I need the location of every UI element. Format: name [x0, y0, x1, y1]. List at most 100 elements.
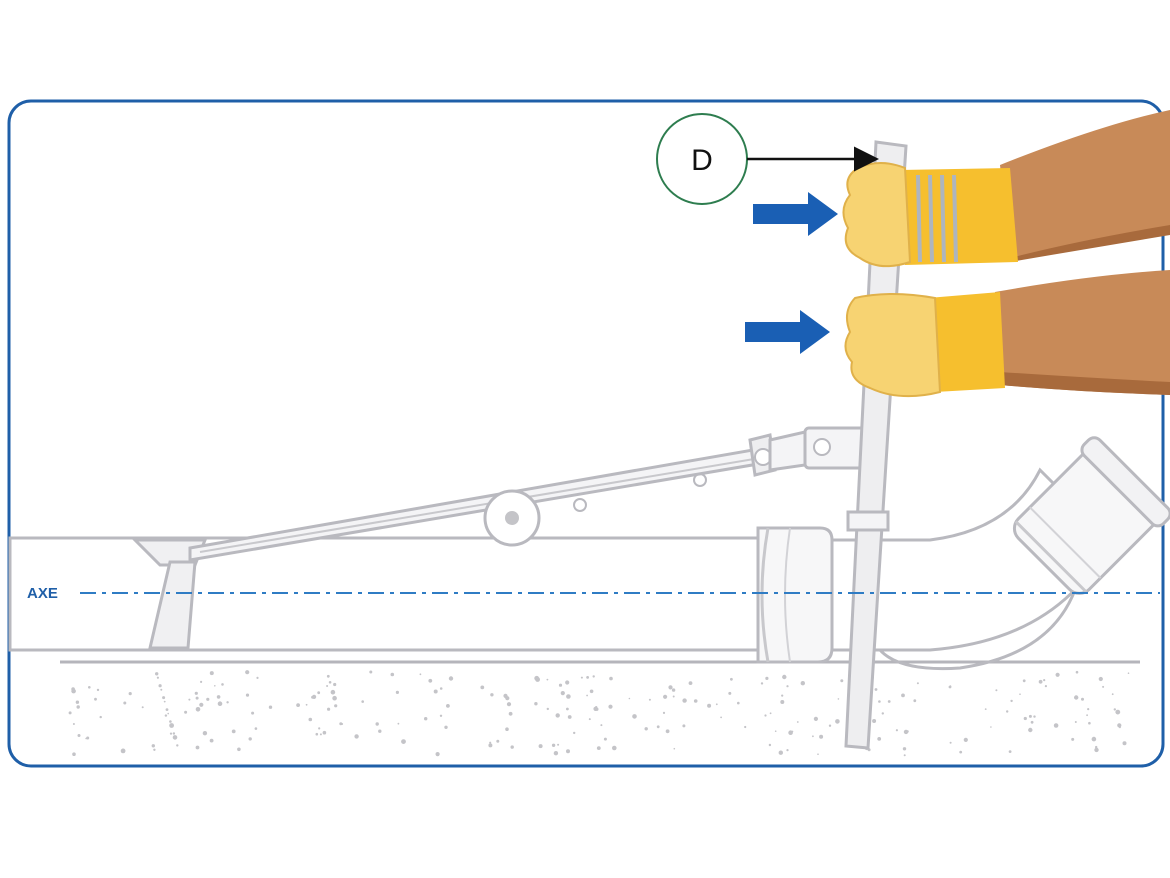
soil-speck — [781, 694, 784, 697]
soil-speck — [158, 684, 162, 688]
soil-speck — [782, 674, 787, 680]
soil-speck — [744, 725, 747, 729]
soil-speck — [963, 737, 968, 743]
soil-speck — [715, 703, 718, 706]
soil-speck — [505, 727, 509, 731]
soil-speck — [162, 696, 166, 700]
soil-speck — [1043, 679, 1046, 682]
soil-speck — [600, 724, 603, 727]
soil-speck — [308, 717, 313, 722]
soil-speck — [489, 741, 492, 744]
soil-speck — [153, 748, 156, 751]
soil-speck — [662, 711, 666, 715]
soil-speck — [217, 701, 223, 706]
soil-speck — [707, 703, 712, 708]
soil-speck — [428, 678, 433, 683]
soil-speck — [656, 725, 660, 729]
soil-speck — [94, 697, 97, 701]
push-arrow-lower — [745, 310, 830, 354]
callout-letter: D — [691, 144, 713, 177]
callout-d: D — [656, 113, 879, 205]
soil-speck — [156, 676, 159, 679]
soil-speck — [895, 729, 899, 732]
soil-speck — [586, 676, 589, 679]
soil-speck — [567, 715, 572, 719]
soil-speck — [268, 705, 273, 709]
soil-speck — [1118, 726, 1121, 729]
soil-speck — [901, 693, 905, 698]
soil-speck — [837, 698, 840, 700]
soil-speck — [1030, 720, 1034, 724]
soil-speck — [720, 716, 722, 719]
soil-speck — [76, 705, 80, 709]
soil-speck — [164, 714, 168, 717]
soil-speck — [673, 747, 676, 750]
soil-speck — [251, 711, 255, 715]
soil-speck — [1086, 714, 1088, 717]
soil-speck — [216, 695, 221, 699]
soil-speck — [609, 676, 613, 681]
soil-speck — [557, 743, 560, 746]
soil-speck — [508, 711, 513, 716]
soil-speck — [671, 688, 676, 692]
soil-speck — [496, 739, 500, 743]
soil-speck — [390, 672, 395, 677]
soil-speck — [765, 676, 769, 681]
soil-speck — [560, 691, 565, 696]
soil-speck — [334, 704, 338, 708]
soil-speck — [333, 682, 337, 687]
soil-speck — [769, 712, 772, 715]
soil-speck — [128, 692, 132, 696]
soil-speck — [995, 689, 998, 692]
soil-speck — [612, 745, 617, 751]
soil-speck — [1115, 709, 1121, 715]
soil-speck — [1053, 723, 1059, 728]
soil-speck — [546, 678, 549, 681]
soil-speck — [1010, 699, 1013, 703]
soil-speck — [419, 673, 422, 676]
soil-speck — [1019, 693, 1021, 695]
soil-speck — [1122, 741, 1127, 746]
soil-speck — [401, 739, 406, 744]
soil-speck — [327, 707, 331, 711]
soil-speck — [361, 700, 365, 703]
soil-speck — [169, 732, 173, 735]
soil-speck — [902, 747, 907, 751]
soil-speck — [596, 746, 601, 750]
soil-speck — [1008, 750, 1012, 753]
soil-speck — [903, 754, 906, 757]
soil-speck — [817, 753, 819, 755]
soil-speck — [558, 683, 563, 687]
soil-speck — [369, 670, 373, 674]
soil-speck — [195, 707, 201, 712]
soil-speck — [322, 730, 327, 735]
soil-speck — [566, 749, 570, 754]
soil-speck — [248, 737, 252, 741]
soil-speck — [202, 731, 208, 736]
pipe-elbow — [830, 436, 1170, 671]
soil-speck — [764, 714, 767, 717]
soil-speck — [317, 691, 321, 695]
soil-speck — [341, 723, 344, 725]
soil-speck — [326, 674, 330, 678]
soil-speck — [1087, 708, 1090, 711]
soil-speck — [780, 700, 785, 704]
soil-speck — [566, 707, 569, 711]
soil-speck — [85, 737, 87, 740]
soil-speck — [580, 676, 583, 679]
soil-speck — [990, 726, 992, 728]
soil-speck — [206, 697, 210, 701]
soil-speck — [354, 734, 359, 739]
soil-speck — [86, 736, 90, 740]
soil-speck — [72, 723, 75, 725]
soil-speck — [165, 708, 169, 711]
soil-speck — [169, 720, 172, 723]
soil-speck — [573, 731, 576, 735]
support-clamp — [131, 538, 208, 650]
soil-speck — [319, 733, 322, 736]
soil-speck — [840, 679, 844, 683]
soil-speck — [682, 698, 687, 703]
soil-speck — [1071, 737, 1075, 741]
soil-speck — [538, 744, 543, 749]
pipe-axis: AXE — [27, 585, 1160, 602]
